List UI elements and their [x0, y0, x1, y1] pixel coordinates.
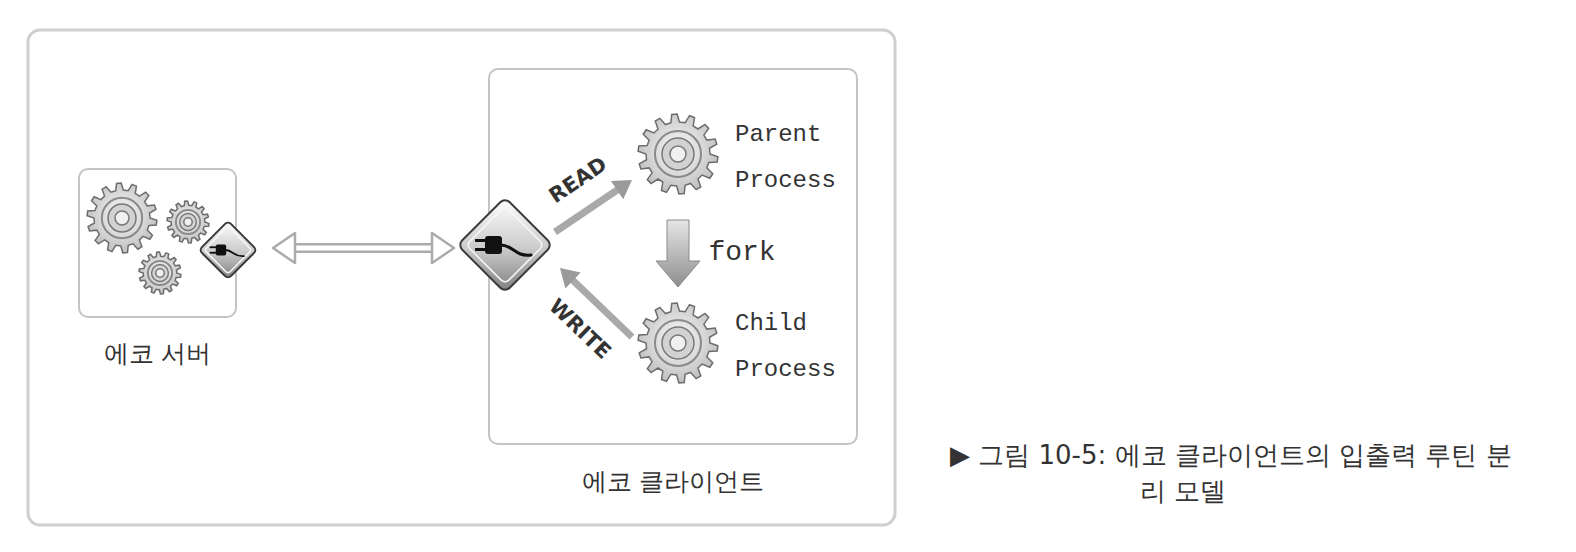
- gear-axle: [670, 335, 686, 351]
- gear-teeth: [638, 303, 718, 383]
- connector-core: [292, 246, 435, 251]
- gear-axle: [670, 146, 686, 162]
- plug-body: [216, 245, 226, 256]
- process-gear: [636, 301, 720, 385]
- gear-ring: [655, 320, 701, 366]
- socket-inner: [204, 226, 252, 274]
- plug-prong: [475, 248, 486, 251]
- gear-icon: [167, 201, 209, 243]
- gear-axle: [115, 211, 129, 225]
- process-label: Child Process: [735, 301, 836, 393]
- arrow-head: [611, 180, 632, 199]
- client-box: Parent ProcessChild Process에코 클라이언트: [488, 68, 858, 445]
- gear-icon: [87, 183, 157, 253]
- block-arrow: [656, 220, 700, 287]
- arrow-head: [560, 268, 581, 288]
- connector-line: [555, 190, 618, 232]
- plug-cord: [501, 245, 531, 255]
- plug-prong: [210, 252, 217, 254]
- socket-inner: [466, 206, 544, 284]
- gear-icon: [139, 252, 181, 294]
- node-heading: 에코 서버: [20, 339, 295, 369]
- socket-icon: [199, 221, 257, 279]
- socket-diamond: [199, 221, 257, 279]
- gear-hub: [662, 138, 694, 170]
- process-node: Parent Process: [636, 112, 842, 204]
- node-heading: 에코 클라이언트: [430, 467, 916, 497]
- gear-ring: [102, 198, 142, 238]
- gear-teeth: [167, 201, 209, 243]
- socket-diamond: [458, 198, 553, 293]
- gear-icon: [638, 114, 718, 194]
- gear-teeth: [87, 183, 157, 253]
- process-node: Child Process: [636, 301, 842, 393]
- connector: [560, 268, 632, 337]
- process-gear: [636, 112, 720, 196]
- gear-ring: [176, 210, 200, 234]
- edge-label: READ: [544, 152, 611, 208]
- gear-hub: [180, 214, 197, 231]
- gear-hub: [662, 327, 694, 359]
- arrow-head: [432, 233, 454, 263]
- gear-ring: [148, 261, 172, 285]
- plug-prong: [210, 246, 217, 248]
- socket-icon: [458, 198, 553, 293]
- gear-axle: [184, 218, 192, 226]
- gear-ring: [655, 131, 701, 177]
- connector-line: [572, 280, 632, 337]
- gear-hub: [108, 204, 136, 232]
- connector: [273, 233, 454, 263]
- gear-hub: [152, 265, 169, 282]
- gear-axle: [156, 269, 164, 277]
- group-illustration: [80, 170, 235, 316]
- server-box: 에코 서버: [78, 168, 237, 318]
- arrow-head: [273, 233, 295, 263]
- connector: [555, 180, 632, 232]
- process-label: Parent Process: [735, 112, 836, 204]
- connector-outline: [293, 243, 434, 253]
- figure-caption: ▶ 그림 10-5: 에코 클라이언트의 입출력 루틴 분리 모델: [950, 437, 1515, 509]
- gear-teeth: [139, 252, 181, 294]
- outer-frame-border: [28, 30, 895, 525]
- plug-cord: [226, 250, 244, 256]
- edge-label: fork: [708, 236, 775, 267]
- edge-label: WRITE: [544, 294, 615, 364]
- gear-icon: [638, 303, 718, 383]
- connector: [656, 220, 700, 287]
- plug-prong: [475, 239, 486, 242]
- gear-teeth: [638, 114, 718, 194]
- plug-body: [485, 236, 502, 254]
